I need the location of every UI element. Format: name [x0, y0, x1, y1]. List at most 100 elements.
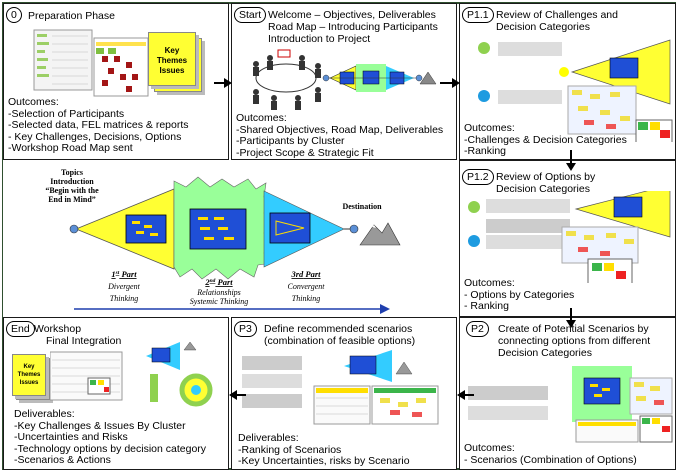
key-themes-book: Key Themes Issues: [12, 354, 46, 396]
key-themes-book: Key Themes Issues: [148, 32, 196, 86]
panel-title: Review of Challenges and Decision Catego…: [496, 9, 618, 33]
title-line: Create of Potential Scenarios by: [498, 323, 649, 335]
part-1-line-1: Divergent: [107, 282, 140, 291]
outcome-line: - Scenarios (Combination of Options): [464, 453, 637, 466]
part-3-num: 3rd: [290, 269, 304, 279]
outcome-line: -Technology options by decision category: [14, 442, 207, 455]
outcome-line: Outcomes:: [236, 112, 287, 124]
outcome-line: -Challenges & Decision Categories: [464, 133, 627, 146]
part-2-word: Part: [215, 277, 233, 287]
svg-text:3rd Part: 3rd Part: [290, 269, 321, 279]
outcome-line: Outcomes:: [464, 442, 515, 454]
part-1-num: 1: [111, 269, 115, 279]
panel-outcomes: Outcomes: - Options by Categories - Rank…: [464, 277, 575, 313]
book-line-3: Issues: [159, 66, 185, 75]
panel-label: P3: [234, 321, 257, 337]
outcome-line: Outcomes:: [464, 277, 515, 289]
panel-title: Review of Options by Decision Categories: [496, 171, 595, 195]
panel-outcomes: Deliverables: -Key Challenges & Issues B…: [14, 408, 207, 467]
outcome-line: - Key Challenges, Decisions, Options: [8, 130, 182, 143]
matrix-thumbnails: [33, 29, 149, 97]
outcome-line: -Scenarios & Actions: [14, 454, 111, 467]
title-line: Final Integration: [46, 335, 122, 347]
part-2-line-1: Relationships: [196, 288, 241, 297]
outcome-line: -Selection of Participants: [8, 107, 125, 120]
title-line: Introduction to Project: [268, 33, 371, 45]
panel-title: Define recommended scenarios (combinatio…: [264, 323, 415, 347]
panel-label: End: [6, 321, 35, 337]
topics-line-4: End in Mind”: [48, 195, 96, 204]
panel-label: P1.1: [462, 7, 494, 23]
panel-title: Create of Potential Scenarios by connect…: [498, 323, 650, 359]
outcome-line: - Options by Categories: [464, 288, 575, 301]
outcome-line: -Ranking of Scenarios: [238, 443, 342, 456]
outcome-line: -Key Challenges & Issues By Cluster: [14, 419, 186, 432]
challenges-illustration: [478, 39, 673, 142]
panel-title: Workshop Final Integration: [34, 323, 121, 347]
book-line-3: Issues: [19, 380, 39, 386]
roadmap-panel: Topics Introduction “Begin with the End …: [3, 160, 457, 317]
panel-preparation: 0 Preparation Phase Key Themes Issues Ou…: [3, 3, 229, 160]
title-line: (combination of feasible options): [264, 335, 416, 347]
part-3: 3rd Part Convergent Thinking: [287, 269, 325, 303]
integration-illustration: [50, 341, 213, 407]
panel-label: 0: [6, 7, 22, 23]
title-line: Define recommended scenarios: [264, 323, 413, 335]
svg-text:2nd Part: 2nd Part: [204, 277, 233, 287]
part-3-word: Part: [303, 269, 321, 279]
outcome-line: -Key Uncertainties, risks by Scenario: [238, 455, 410, 468]
outcome-line: -Participants by Cluster: [236, 135, 345, 148]
part-1-word: Part: [119, 269, 137, 279]
outcome-line: Deliverables:: [238, 432, 299, 444]
part-2-sup: nd: [210, 278, 216, 284]
panel-outcomes: Outcomes: -Shared Objectives, Road Map, …: [236, 112, 444, 159]
title-line: Review of Options by: [496, 171, 596, 183]
outcome-line: -Uncertainties and Risks: [14, 431, 128, 444]
title-line: connecting options from different: [498, 335, 651, 347]
roadmap-diagram: Topics Introduction “Begin with the End …: [45, 168, 401, 314]
panel-label: P1.2: [462, 169, 494, 185]
panel-p1-1: P1.1 Review of Challenges and Decision C…: [459, 3, 676, 160]
panel-start: Start Welcome – Objectives, Deliverables…: [231, 3, 457, 160]
title-line: Review of Challenges and: [496, 9, 618, 21]
book-line-2: Themes: [156, 56, 188, 65]
part-2: 2nd Part Relationships Systemic Thinking: [190, 277, 248, 306]
outcome-line: Outcomes:: [464, 122, 515, 134]
title-line: Decision Categories: [496, 183, 590, 195]
scenarios-illustration: [242, 350, 439, 425]
title-line: Road Map – Introducing Participants: [268, 21, 438, 33]
panel-label: P2: [466, 321, 489, 337]
outcome-line: -Shared Objectives, Road Map, Deliverabl…: [236, 123, 444, 136]
book-line-1: Key: [23, 364, 35, 370]
title-line: Decision Categories: [498, 347, 592, 359]
part-2-num: 2: [204, 277, 210, 287]
title-line: Decision Categories: [496, 21, 590, 33]
panel-p2: P2 Create of Potential Scenarios by conn…: [459, 317, 676, 470]
outcome-line: -Selected data, FEL matrices & reports: [8, 119, 189, 132]
panel-title: Welcome – Objectives, Deliverables Road …: [268, 9, 438, 45]
part-1-sup: st: [115, 270, 120, 276]
part-1: 1st Part Divergent Thinking: [107, 269, 140, 303]
options-illustration: [468, 191, 671, 283]
panel-label: Start: [234, 7, 267, 23]
potential-scenarios-illustration: [468, 366, 673, 443]
meeting-illustration: [253, 49, 437, 110]
panel-outcomes: Outcomes: - Scenarios (Combination of Op…: [464, 442, 637, 466]
outcome-line: Outcomes:: [8, 96, 59, 108]
panel-p1-2: P1.2 Review of Options by Decision Categ…: [459, 160, 676, 317]
outcome-line: Deliverables:: [14, 408, 75, 420]
part-3-line-2: Thinking: [292, 294, 320, 303]
outcome-line: -Ranking: [464, 145, 507, 158]
outcome-line: -Workshop Road Map sent: [8, 142, 133, 155]
panel-outcomes: Deliverables: -Ranking of Scenarios -Key…: [238, 432, 410, 468]
outcome-line: -Project Scope & Strategic Fit: [236, 146, 374, 159]
svg-text:1st Part: 1st Part: [111, 269, 137, 279]
panel-outcomes: Outcomes: -Selection of Participants -Se…: [8, 96, 189, 155]
part-3-line-1: Convergent: [287, 282, 325, 291]
topics-line-1: Topics: [61, 168, 83, 177]
topics-line-2: Introduction: [50, 177, 94, 186]
panel-title: Preparation Phase: [28, 10, 115, 22]
part-1-line-2: Thinking: [110, 294, 138, 303]
topics-line-3: “Begin with the: [45, 186, 99, 195]
